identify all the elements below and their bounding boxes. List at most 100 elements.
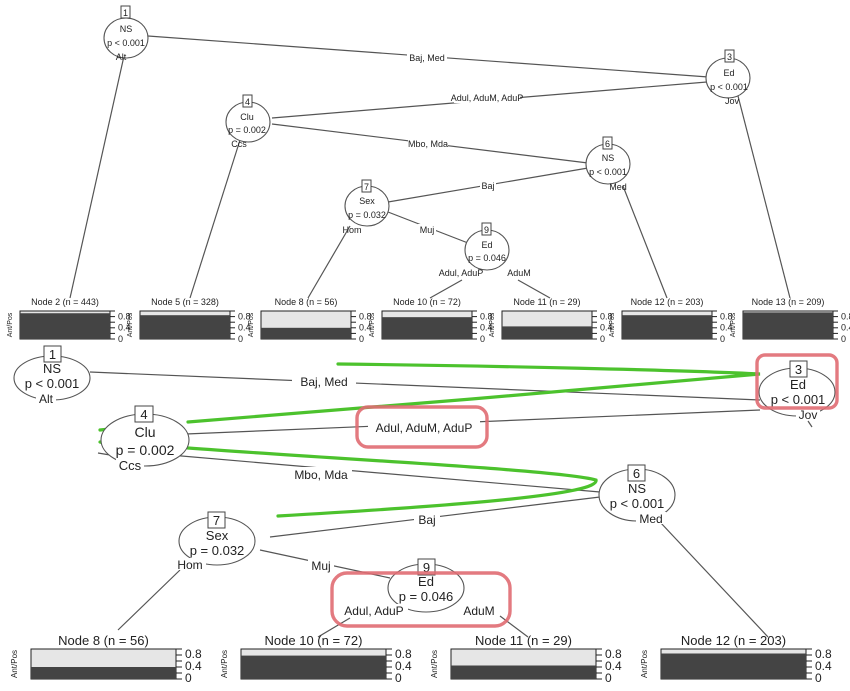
tick-label: 0	[720, 334, 725, 344]
zoom-tree: Baj, Med Adul, AduM, AduP Mbo, Mda Baj M…	[10, 345, 839, 685]
svg-text:AduM: AduM	[507, 268, 531, 278]
tick-label: 0	[815, 671, 822, 685]
svg-text:Sex: Sex	[359, 196, 375, 206]
top-edge-9-10	[429, 279, 463, 299]
svg-text:Med: Med	[639, 512, 662, 526]
svg-text:NS: NS	[43, 361, 61, 376]
y-axis-label: Ant/Pos	[7, 312, 14, 337]
zoom-edge-6-12	[659, 521, 769, 638]
svg-text:Sex: Sex	[206, 528, 229, 543]
y-axis-label: Ant/Pos	[489, 312, 496, 337]
svg-text:6: 6	[605, 139, 610, 149]
svg-text:Clu: Clu	[134, 424, 155, 440]
top-node-3: 3 Ed p < 0.001 Jov	[705, 49, 751, 106]
y-axis-label: Ant/Pos	[609, 312, 616, 337]
zoom-edge-1-3	[89, 371, 761, 401]
svg-text:p = 0.002: p = 0.002	[228, 125, 266, 135]
svg-text:p < 0.001: p < 0.001	[710, 82, 748, 92]
tick-label: 0.8	[720, 311, 733, 321]
y-axis-label: Ant/Pos	[10, 650, 19, 678]
y-axis-label: Ant/Pos	[369, 312, 376, 337]
svg-text:p = 0.002: p = 0.002	[116, 442, 175, 458]
svg-text:Adul, AduP: Adul, AduP	[439, 268, 484, 278]
zoom-edge-label-mbo-mda: Mbo, Mda	[294, 468, 348, 482]
y-axis-label: Ant/Pos	[127, 312, 134, 337]
top-edge-9-11	[517, 279, 551, 299]
tick-label: 0.4	[605, 659, 622, 673]
tick-label: 0.4	[395, 659, 412, 673]
svg-text:9: 9	[423, 560, 430, 575]
svg-text:NS: NS	[628, 481, 646, 496]
top-node-7: 7 Sex p = 0.032 Hom	[342, 179, 390, 235]
zoom-edge-label-adul-adum-adup: Adul, AduM, AduP	[376, 421, 473, 435]
svg-text:AduM: AduM	[463, 604, 494, 618]
svg-text:Hom: Hom	[177, 558, 202, 572]
svg-text:NS: NS	[602, 153, 615, 163]
svg-text:3: 3	[727, 52, 732, 62]
tick-label: 0.4	[600, 323, 613, 333]
zoom-edge-label-baj: Baj	[418, 513, 435, 527]
leaf-bar-dark	[743, 312, 833, 339]
svg-text:p = 0.046: p = 0.046	[399, 589, 454, 604]
svg-text:7: 7	[364, 182, 369, 192]
zoom-node-1: 1 NS p < 0.001 Alt	[13, 345, 91, 406]
svg-text:4: 4	[245, 97, 250, 107]
top-edge-label-muj: Muj	[420, 225, 435, 235]
svg-text:9: 9	[484, 225, 489, 235]
tick-label: 0.8	[395, 647, 412, 661]
leaf-bar-dark	[502, 326, 592, 339]
leaf-bar-dark	[661, 653, 806, 679]
svg-text:Jov: Jov	[725, 96, 740, 106]
tick-label: 0	[118, 334, 123, 344]
svg-text:7: 7	[213, 513, 220, 528]
top-edge-label-mbo-mda: Mbo, Mda	[408, 139, 448, 149]
svg-text:Ed: Ed	[723, 68, 734, 78]
tick-label: 0.8	[118, 311, 131, 321]
tick-label: 0	[841, 334, 846, 344]
top-edge-label-baj: Baj	[481, 181, 494, 191]
svg-text:Ed: Ed	[481, 240, 492, 250]
zoom-node-3: 3 Ed p < 0.001 Jov	[758, 360, 836, 422]
top-node-4: 4 Clu p = 0.002 Ccs	[225, 94, 271, 149]
tick-label: 0.8	[238, 311, 251, 321]
tick-label: 0	[238, 334, 243, 344]
svg-text:p < 0.001: p < 0.001	[771, 392, 826, 407]
annotation-path-lower	[186, 446, 598, 518]
zoom-node-7: 7 Sex p = 0.032 Hom	[174, 511, 256, 572]
svg-text:Ccs: Ccs	[231, 139, 247, 149]
leaf-title: Node 8 (n = 56)	[58, 633, 149, 648]
leaf-bar-dark	[20, 313, 110, 339]
tick-label: 0.4	[815, 659, 832, 673]
tick-label: 0.4	[359, 323, 372, 333]
leaf-title: Node 11 (n = 29)	[513, 297, 580, 307]
leaf-bar-dark	[241, 655, 386, 679]
tick-label: 0.4	[185, 659, 202, 673]
tick-label: 0.8	[359, 311, 372, 321]
svg-text:Med: Med	[609, 182, 627, 192]
svg-text:p = 0.046: p = 0.046	[468, 253, 506, 263]
leaf-title: Node 12 (n = 203)	[631, 297, 704, 307]
zoom-node-6: 6 NS p < 0.001 Med	[598, 464, 676, 526]
svg-text:Alt: Alt	[116, 52, 127, 62]
svg-text:Ed: Ed	[790, 377, 806, 392]
highlight-node-9-split	[330, 571, 512, 628]
leaf-bar-dark	[31, 667, 176, 679]
leaf-title: Node 10 (n = 72)	[265, 633, 363, 648]
top-node-1: 1 NS p < 0.001 Alt	[103, 5, 149, 62]
leaf-title: Node 8 (n = 56)	[275, 297, 338, 307]
svg-text:Ed: Ed	[418, 574, 434, 589]
svg-text:NS: NS	[120, 24, 133, 34]
highlight-edge-label-adul-adum-adup	[355, 405, 489, 449]
svg-text:p = 0.032: p = 0.032	[348, 210, 386, 220]
